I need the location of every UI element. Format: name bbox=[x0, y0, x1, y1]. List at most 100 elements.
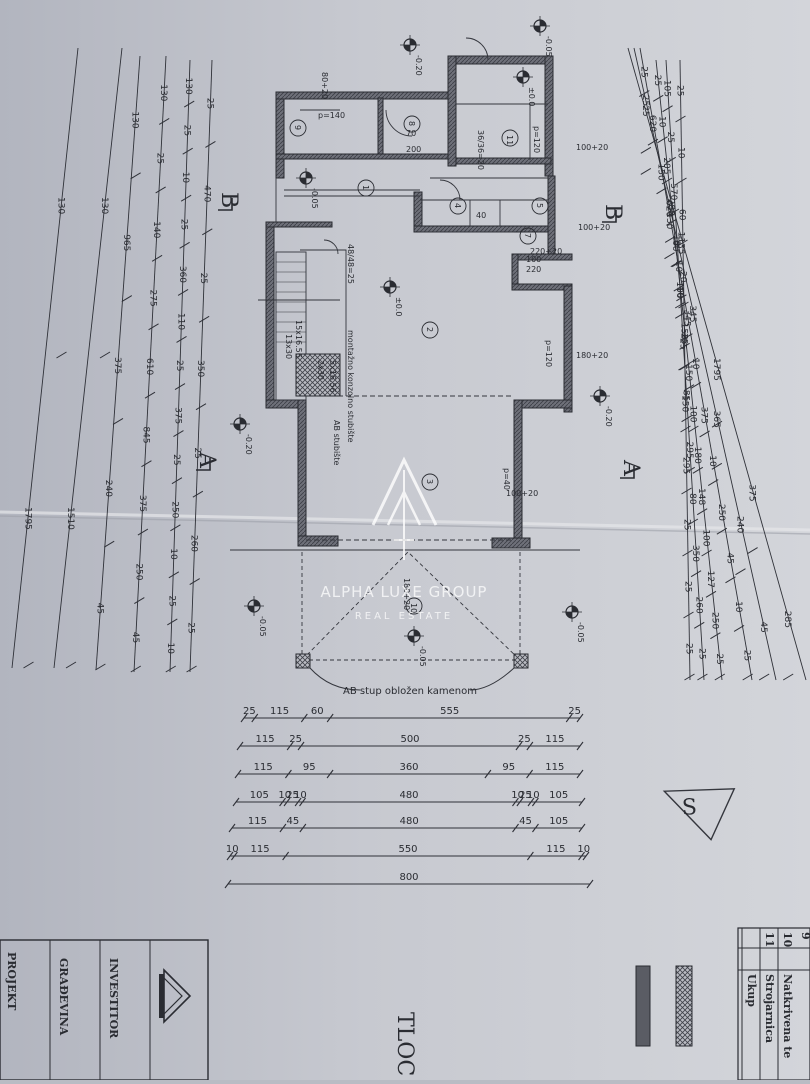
right-dim-col4-tick bbox=[670, 260, 682, 268]
room-number: 4 bbox=[453, 203, 462, 208]
right-dim-col5-value: 80 bbox=[687, 493, 697, 505]
left-dim-col4-value: 140 bbox=[151, 221, 161, 238]
bottom-dim-value: 10 bbox=[527, 790, 540, 801]
bottom-dim-value: 25 bbox=[519, 790, 532, 801]
legend-number: 9 bbox=[799, 932, 810, 940]
left-dim-col5-value: 10 bbox=[180, 172, 190, 184]
right-dim-col3-tick bbox=[639, 90, 650, 98]
left-dim-col6-line bbox=[189, 59, 213, 673]
left-dim-col2-line bbox=[53, 47, 123, 669]
right-dim-col5-value: 295 bbox=[684, 442, 694, 459]
bottom-dim-value: 45 bbox=[519, 816, 532, 827]
left-dim-col5-value: 130 bbox=[183, 78, 193, 95]
left-dim-col5-tick bbox=[180, 194, 192, 202]
left-dim-col6-tick bbox=[186, 665, 197, 673]
room-number-circle bbox=[531, 197, 549, 215]
right-dim-col4-value: 60 bbox=[670, 240, 680, 252]
left-dim-col4-value: 250 bbox=[133, 563, 143, 580]
right-dim-col5-tick bbox=[681, 415, 692, 423]
right-dim-col6-tick bbox=[677, 239, 688, 247]
opening-label: 220 bbox=[526, 265, 541, 274]
left-dim-col1-tick bbox=[23, 661, 34, 669]
bottom-dim-value: 95 bbox=[502, 762, 515, 773]
left-dimension-lines: 1301795130151013096537524045130251402756… bbox=[11, 47, 216, 673]
right-dim-col6-value: 25 bbox=[679, 333, 689, 344]
right-dim-col4-value: 127 bbox=[705, 571, 715, 588]
section-mark-arrow bbox=[602, 210, 617, 223]
bottom-dim-value: 115 bbox=[250, 844, 269, 855]
section-mark-letter: A bbox=[194, 451, 219, 469]
bottom-dim-value: 500 bbox=[400, 734, 419, 745]
right-dim-col4-value: 25 bbox=[714, 653, 724, 664]
section-mark-letter: A bbox=[618, 459, 643, 477]
right-dim-col3-value: 10 bbox=[690, 358, 700, 370]
left-dim-col2-tick bbox=[99, 351, 111, 359]
room-number: 8 bbox=[407, 121, 416, 126]
right-dim-col3-value: 130 bbox=[664, 212, 674, 229]
right-dim-col3-value: 45 bbox=[724, 552, 734, 563]
title-block: INVESTITOR GRAĐEVINA PROJEKT TLOC 910Nat… bbox=[0, 927, 810, 1081]
opening-label: 180+20 bbox=[576, 351, 608, 360]
bottom-dim-value: 115 bbox=[545, 734, 564, 745]
room-number-circle bbox=[289, 119, 307, 137]
bottom-dim-value: 360 bbox=[399, 762, 418, 773]
left-dim-col5-value: 250 bbox=[169, 501, 179, 518]
left-dim-col6-value: 350 bbox=[195, 360, 205, 377]
left-dim-col1-tick bbox=[56, 351, 67, 359]
left-dim-col6-value: 470 bbox=[201, 185, 211, 202]
bottom-dim-tick bbox=[578, 823, 586, 833]
right-dim-col3-value: 375 bbox=[699, 407, 709, 424]
right-dim-col4-value: 150 bbox=[683, 364, 693, 381]
bottom-dim-value: 105 bbox=[250, 790, 269, 801]
stair-dimension: 5x16.56 bbox=[328, 360, 337, 393]
bottom-dim-tick bbox=[284, 769, 292, 779]
bottom-dim-value: 10 bbox=[577, 844, 590, 855]
bottom-dim-tick bbox=[526, 851, 534, 861]
right-dim-col2-value: 25 bbox=[640, 95, 650, 106]
right-dim-col5-tick bbox=[693, 621, 705, 629]
left-dim-col5-value: 10 bbox=[165, 642, 175, 654]
right-dim-col4-value: 148 bbox=[696, 488, 706, 505]
watermark-subtitle: REAL ESTATE bbox=[355, 611, 453, 622]
right-dim-col1-value: 285 bbox=[782, 611, 792, 628]
right-dim-col4-value: 180 bbox=[692, 447, 702, 464]
left-dim-col4-tick bbox=[134, 597, 145, 604]
right-dim-col5-value: 105 bbox=[662, 80, 672, 97]
title-row-gradevina: GRAĐEVINA bbox=[57, 958, 70, 1036]
room-number: 10 bbox=[409, 603, 418, 613]
bottom-dim-tick bbox=[226, 851, 234, 861]
opening-label: 100 bbox=[526, 255, 541, 264]
bottom-dim-tick bbox=[516, 797, 524, 807]
right-dim-col3-value: 620 bbox=[647, 115, 657, 132]
room-number: 1 bbox=[361, 185, 370, 190]
right-dim-col5-value: 25 bbox=[665, 132, 675, 143]
right-dim-col2-value: 365 bbox=[711, 411, 721, 428]
right-dim-col6-tick bbox=[683, 611, 694, 619]
bottom-dim-value: 95 bbox=[303, 762, 316, 773]
right-dim-col3-value: 250 bbox=[716, 504, 726, 521]
level-markers: ±0.0±0.0-0.05-0.20-0.20-0.20-0.05-0.05-0… bbox=[230, 16, 613, 667]
building-walls bbox=[265, 55, 573, 549]
left-dim-col4-tick bbox=[158, 118, 170, 125]
bottom-dim-tick bbox=[527, 797, 535, 807]
bottom-dim-value: 45 bbox=[287, 816, 300, 827]
left-dim-col3-tick bbox=[130, 172, 141, 180]
bottom-dim-value: 25 bbox=[286, 790, 299, 801]
left-dim-col4-tick bbox=[144, 391, 156, 399]
left-dim-col6-tick bbox=[189, 578, 200, 586]
left-dim-col3-value: 375 bbox=[112, 357, 122, 374]
bottom-dim-value: 800 bbox=[399, 872, 418, 883]
bottom-dim-tick bbox=[515, 741, 523, 751]
bottom-dim-value: 115 bbox=[545, 762, 564, 773]
opening-label: 100+20 bbox=[506, 489, 538, 498]
left-dim-col4-tick bbox=[137, 528, 149, 536]
right-dim-col5-value: 25 bbox=[696, 648, 706, 659]
right-dimension-lines: 2511351795375285256203453652404525620150… bbox=[627, 47, 807, 681]
left-dim-col5-tick bbox=[176, 336, 187, 343]
bottom-dim-tick bbox=[251, 713, 259, 723]
left-dim-col5-tick bbox=[183, 100, 195, 108]
left-dim-col4-tick bbox=[130, 665, 142, 673]
right-dim-col6-tick bbox=[675, 115, 686, 123]
right-dim-col6-tick bbox=[681, 487, 692, 495]
